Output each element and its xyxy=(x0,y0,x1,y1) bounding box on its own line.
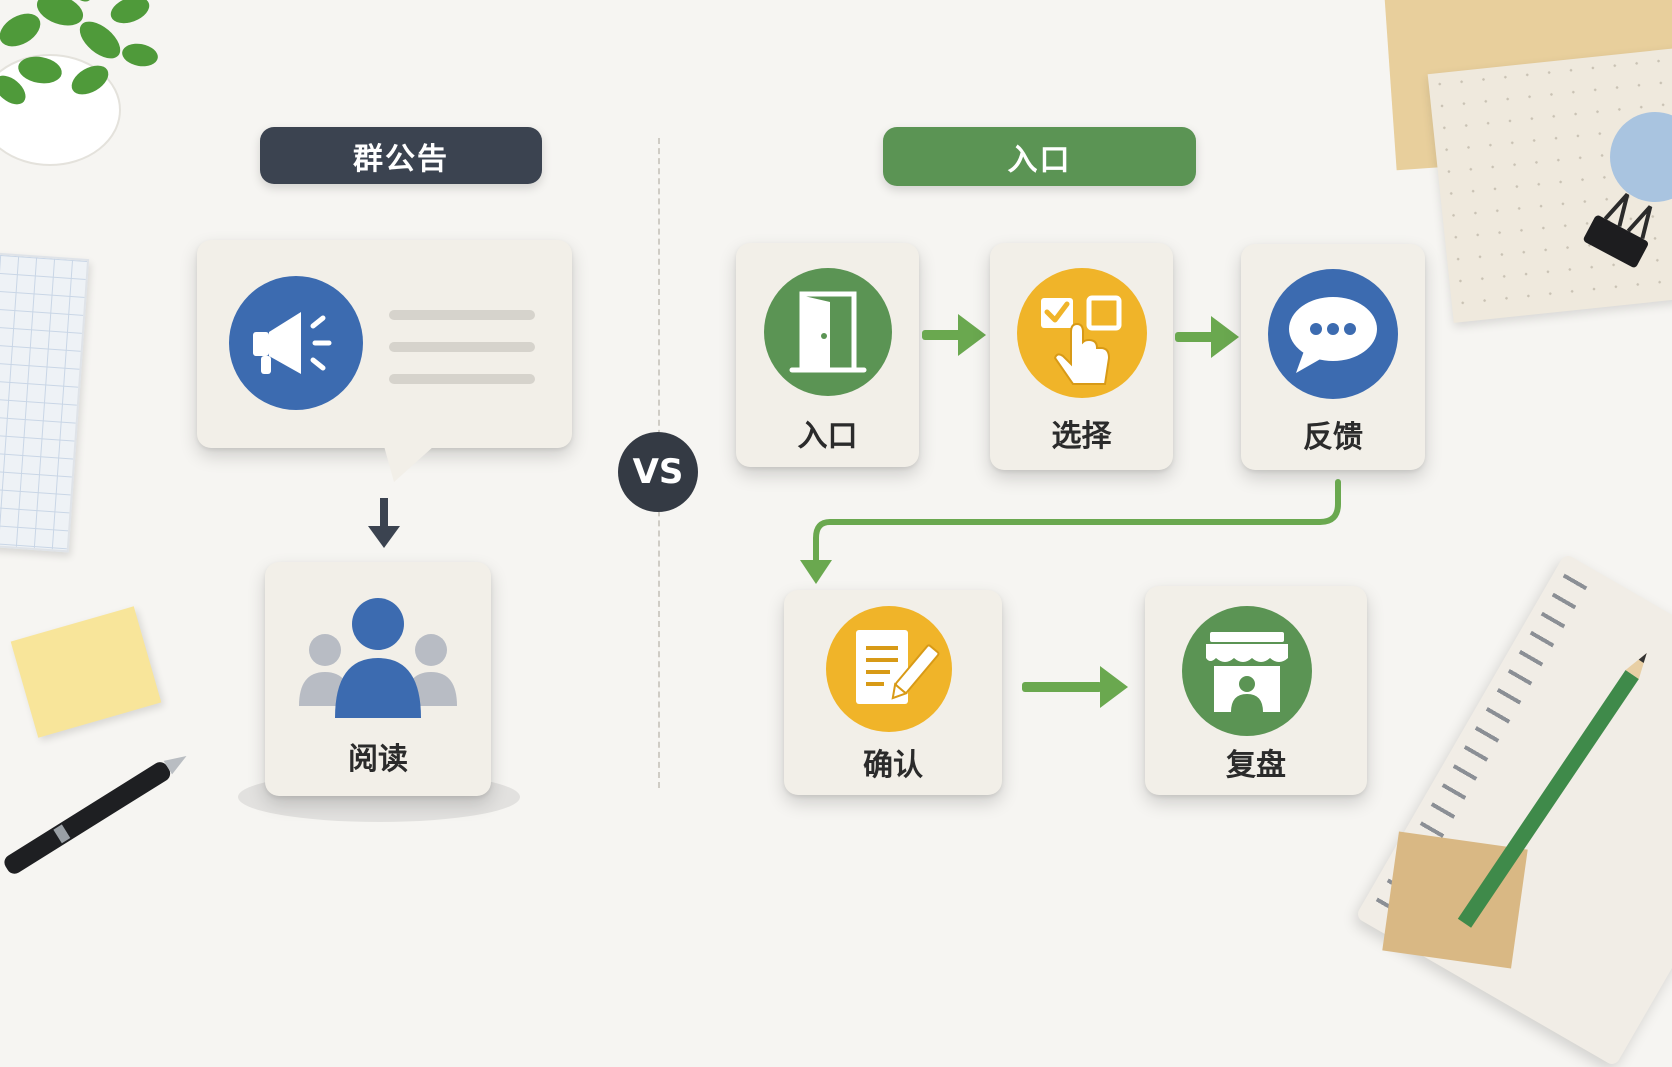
sticky-note-decoration xyxy=(10,606,162,738)
pencil-decoration xyxy=(1440,640,1660,960)
step-card-review: 复盘 xyxy=(1145,586,1367,795)
plant-decoration xyxy=(0,0,180,190)
step-card-feedback: 反馈 xyxy=(1241,244,1425,470)
text-line-placeholder xyxy=(389,374,535,384)
door-icon xyxy=(764,268,892,396)
step-label: 选择 xyxy=(1051,419,1112,454)
step-label: 确认 xyxy=(863,748,923,783)
text-line-placeholder xyxy=(389,310,535,320)
step-label: 复盘 xyxy=(1226,748,1286,783)
announcement-title: 群公告 xyxy=(353,141,449,177)
step-card-select: 选择 xyxy=(990,243,1173,470)
down-arrow-icon xyxy=(364,498,404,550)
right-arrow-icon xyxy=(1175,314,1239,360)
read-label: 阅读 xyxy=(348,742,408,777)
step-label: 反馈 xyxy=(1303,420,1363,455)
connector-arrow xyxy=(800,479,1348,590)
step-card-entry: 入口 xyxy=(736,243,919,467)
chat-bubble-icon xyxy=(1268,269,1398,399)
announcement-title-pill: 群公告 xyxy=(260,127,542,184)
right-arrow-icon xyxy=(922,312,986,358)
step-label: 入口 xyxy=(797,419,858,454)
right-arrow-icon xyxy=(1022,664,1128,710)
document-pencil-icon xyxy=(826,606,952,732)
step-card-confirm: 确认 xyxy=(784,590,1002,795)
announcement-bubble-card xyxy=(197,240,572,448)
select-checkbox-hand-icon xyxy=(1017,268,1147,398)
binder-clip-decoration xyxy=(1580,190,1670,280)
users-group-icon xyxy=(293,598,463,718)
grid-notebook-decoration xyxy=(0,251,90,553)
vs-label: VS xyxy=(632,452,684,492)
text-line-placeholder xyxy=(389,342,535,352)
storefront-icon xyxy=(1182,606,1312,736)
bubble-tail xyxy=(384,446,434,484)
read-card: 阅读 xyxy=(265,562,491,796)
entry-title-pill: 入口 xyxy=(883,127,1196,186)
vs-badge: VS xyxy=(618,432,698,512)
entry-title: 入口 xyxy=(1007,142,1072,178)
pen-decoration xyxy=(0,740,210,880)
megaphone-icon xyxy=(229,276,363,410)
